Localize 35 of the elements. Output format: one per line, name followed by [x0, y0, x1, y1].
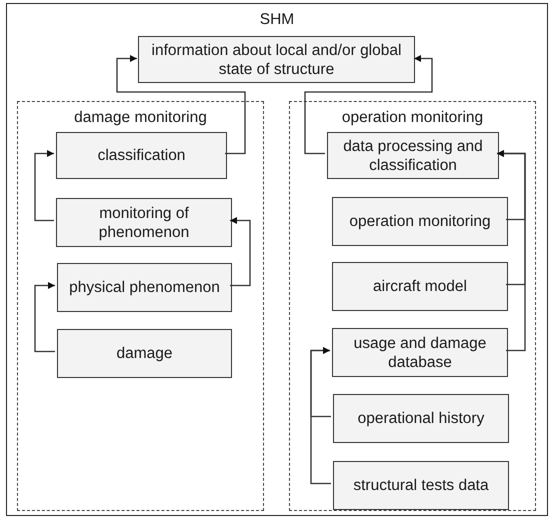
process-box	[332, 262, 508, 311]
process-box	[332, 197, 508, 246]
process-box	[333, 394, 509, 443]
box-label: data processing and classification	[342, 136, 484, 174]
connector-arrow	[310, 347, 331, 484]
group-title: SHM	[260, 10, 294, 29]
group-panel	[289, 101, 536, 511]
connector-arrow	[497, 150, 526, 352]
box-label: operational history	[358, 409, 484, 428]
box-label: usage and damage database	[352, 334, 488, 372]
connector-arrow	[230, 217, 251, 286]
box-label: aircraft model	[373, 277, 467, 296]
process-box	[56, 132, 227, 179]
box-label: structural tests data	[353, 476, 489, 495]
connector-arrow	[304, 55, 433, 154]
box-label: physical phenomenon	[69, 278, 220, 297]
box-label: operation monitoring	[349, 212, 491, 231]
connector-arrow	[116, 55, 246, 154]
box-label: monitoring of phenomenon	[98, 204, 190, 242]
group-title: damage monitoring	[74, 108, 207, 127]
box-label: damage	[116, 344, 172, 363]
process-box	[333, 461, 509, 510]
process-box	[57, 329, 232, 378]
system-frame	[6, 3, 548, 516]
connector-arrow	[34, 282, 55, 352]
box-label: classification	[98, 146, 186, 165]
connector-arrow	[34, 150, 54, 222]
group-title: operation monitoring	[342, 108, 484, 127]
box-label: information about local and/or global state of structure	[150, 40, 402, 78]
process-box	[56, 198, 232, 247]
process-box	[332, 328, 508, 377]
process-box	[138, 36, 415, 83]
process-box	[327, 132, 499, 179]
process-box	[57, 263, 232, 312]
group-panel	[17, 101, 264, 511]
